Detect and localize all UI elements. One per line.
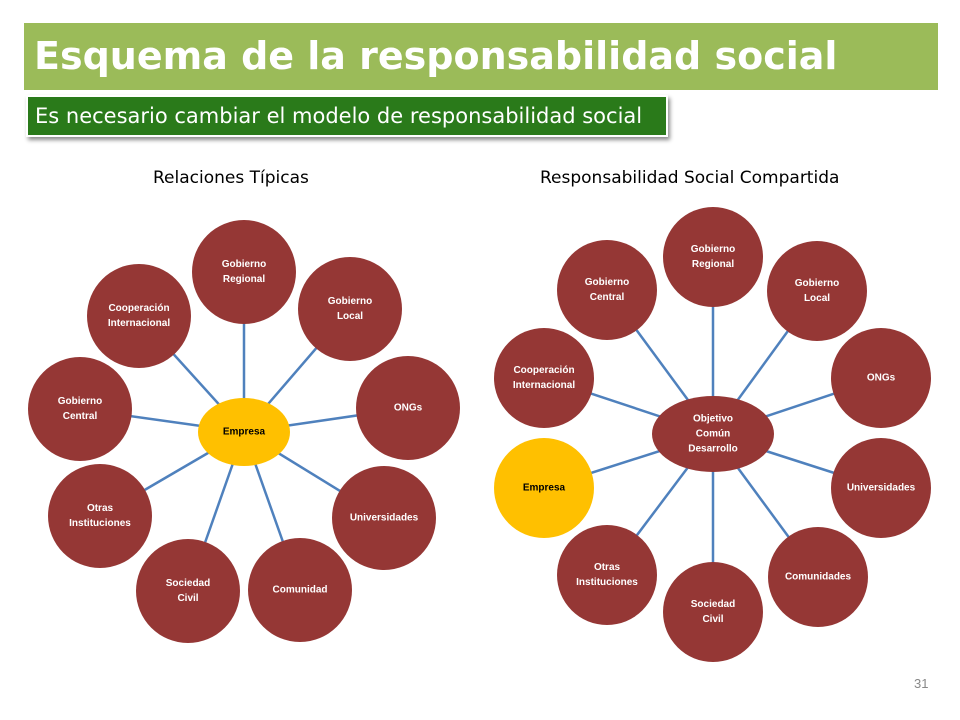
node-otras-instituciones bbox=[557, 525, 657, 625]
center-node-empresa bbox=[198, 398, 290, 466]
subtitle-box: Es necesario cambiar el modelo de respon… bbox=[26, 95, 668, 137]
node-cooperacion-internacional-label: Cooperación bbox=[108, 303, 169, 314]
node-gobierno-local-label: Local bbox=[337, 311, 363, 322]
node-gobierno-regional bbox=[663, 207, 763, 307]
node-otras-instituciones bbox=[48, 464, 152, 568]
node-gobierno-local bbox=[298, 257, 402, 361]
node-sociedad-civil bbox=[663, 562, 763, 662]
slide-subtitle: Es necesario cambiar el modelo de respon… bbox=[35, 104, 643, 128]
node-universidades bbox=[831, 438, 931, 538]
node-universidades bbox=[332, 466, 436, 570]
diagram-relaciones-tipicas: GobiernoRegionalGobiernoLocalONGsUnivers… bbox=[28, 220, 460, 643]
node-sociedad-civil-label: Civil bbox=[702, 614, 723, 625]
diagram-responsabilidad-compartida: GobiernoRegionalGobiernoLocalONGsUnivers… bbox=[494, 207, 931, 662]
node-ongs bbox=[356, 356, 460, 460]
node-comunidad-label: Comunidad bbox=[273, 585, 328, 596]
node-gobierno-central-label: Gobierno bbox=[58, 396, 102, 407]
node-gobierno-central-label: Central bbox=[63, 411, 98, 422]
center-node-label: Desarrollo bbox=[688, 444, 737, 455]
node-gobierno-central bbox=[557, 240, 657, 340]
center-node-label: Objetivo bbox=[693, 414, 733, 425]
node-gobierno-local bbox=[767, 241, 867, 341]
node-empresa-label: Empresa bbox=[523, 483, 566, 494]
node-cooperacion-internacional-label: Internacional bbox=[108, 318, 170, 329]
node-ongs-label: ONGs bbox=[394, 403, 423, 414]
node-cooperacion-internacional bbox=[494, 328, 594, 428]
node-otras-instituciones-label: Instituciones bbox=[69, 518, 131, 529]
node-otras-instituciones-label: Otras bbox=[594, 562, 621, 573]
slide-title: Esquema de la responsabilidad social bbox=[34, 34, 838, 78]
center-node-label: Común bbox=[696, 429, 730, 440]
node-gobierno-regional bbox=[192, 220, 296, 324]
node-comunidades-label: Comunidades bbox=[785, 572, 852, 583]
title-bar: Esquema de la responsabilidad social bbox=[24, 23, 938, 90]
node-gobierno-local-label: Gobierno bbox=[328, 296, 372, 307]
center-node-label: Empresa bbox=[223, 427, 266, 438]
node-otras-instituciones-label: Instituciones bbox=[576, 577, 638, 588]
node-gobierno-local-label: Local bbox=[804, 293, 830, 304]
node-universidades-label: Universidades bbox=[847, 483, 916, 494]
node-gobierno-central-label: Central bbox=[590, 292, 625, 303]
node-gobierno-regional-label: Regional bbox=[223, 274, 265, 285]
node-gobierno-central bbox=[28, 357, 132, 461]
right-diagram-heading: Responsabilidad Social Compartida bbox=[540, 168, 840, 188]
node-sociedad-civil-label: Civil bbox=[177, 593, 198, 604]
node-gobierno-regional-label: Regional bbox=[692, 259, 734, 270]
node-cooperacion-internacional-label: Cooperación bbox=[513, 365, 574, 376]
page-number: 31 bbox=[914, 676, 929, 691]
node-ongs bbox=[831, 328, 931, 428]
node-ongs-label: ONGs bbox=[867, 373, 896, 384]
node-gobierno-local-label: Gobierno bbox=[795, 278, 839, 289]
node-otras-instituciones-label: Otras bbox=[87, 503, 114, 514]
node-cooperacion-internacional bbox=[87, 264, 191, 368]
node-sociedad-civil-label: Sociedad bbox=[691, 599, 735, 610]
node-sociedad-civil-label: Sociedad bbox=[166, 578, 210, 589]
node-gobierno-central-label: Gobierno bbox=[585, 277, 629, 288]
left-diagram-heading: Relaciones Típicas bbox=[153, 168, 309, 188]
node-universidades-label: Universidades bbox=[350, 513, 419, 524]
node-gobierno-regional-label: Gobierno bbox=[691, 244, 735, 255]
node-gobierno-regional-label: Gobierno bbox=[222, 259, 266, 270]
node-comunidad bbox=[248, 538, 352, 642]
node-comunidades bbox=[768, 527, 868, 627]
node-empresa bbox=[494, 438, 594, 538]
node-cooperacion-internacional-label: Internacional bbox=[513, 380, 575, 391]
center-node-objetivo-comun-desarrollo bbox=[652, 396, 774, 472]
node-sociedad-civil bbox=[136, 539, 240, 643]
